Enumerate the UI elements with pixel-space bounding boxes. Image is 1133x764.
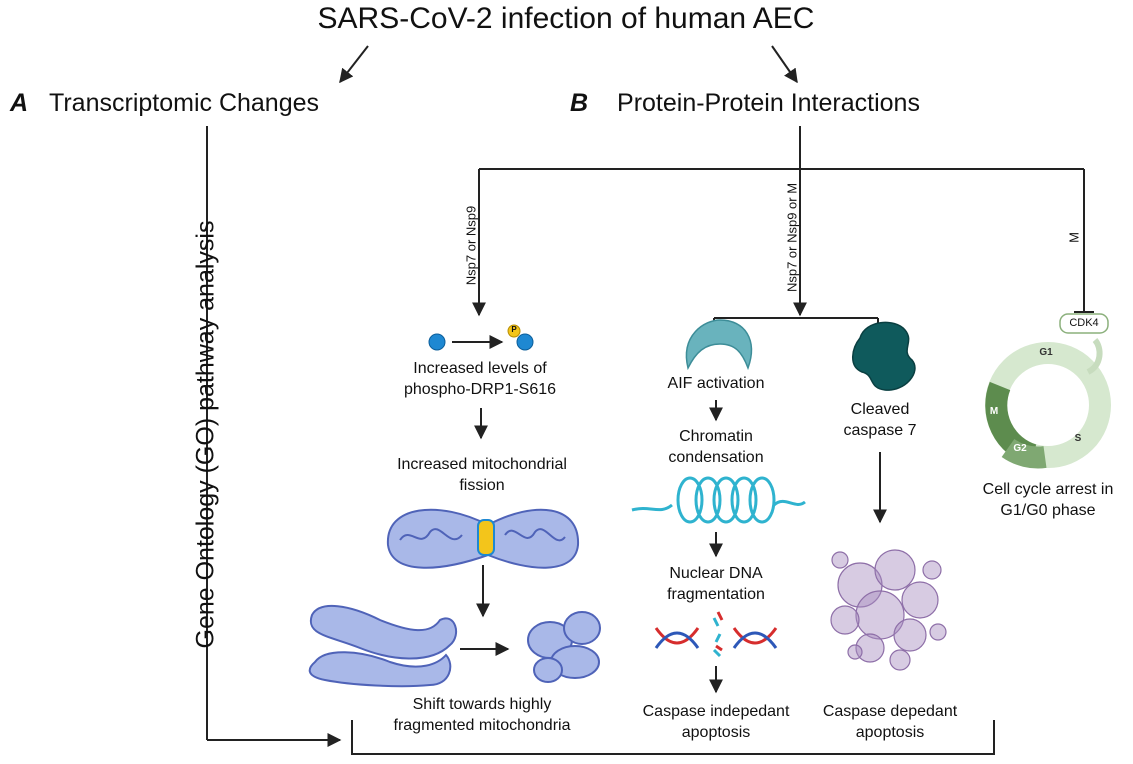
chromatin-label: Chromatin condensation	[636, 426, 796, 468]
fragmented-mitochondria-icon	[527, 611, 601, 683]
elongated-mitochondria-icon	[308, 604, 458, 688]
chromatin-icon	[631, 476, 806, 524]
phospho-badge: P	[511, 325, 517, 334]
diagram-title: SARS-CoV-2 infection of human AEC	[317, 2, 815, 35]
caspase-independent-label: Caspase indepedant apoptosis	[616, 701, 816, 743]
bottom-bracket	[351, 720, 995, 755]
aif-protein-icon	[685, 319, 753, 371]
phase-s: S	[1074, 433, 1082, 444]
phospho-drp1-icon	[516, 333, 534, 351]
arrest-line1: Cell cycle arrest in	[982, 481, 1114, 498]
drp1-levels: Increased levels of phospho-DRP1-S616	[380, 358, 580, 400]
panel-b-label: Protein-Protein Interactions	[617, 89, 920, 117]
fission-label: Increased mitochondrial fission	[370, 454, 594, 496]
branch-left-label: Nsp7 or Nsp9	[463, 205, 479, 286]
phase-g2: G2	[1013, 443, 1027, 454]
caspase-dependent-label: Caspase depedant apoptosis	[810, 701, 970, 743]
dep-line1: Caspase depedant	[822, 703, 958, 720]
arrow-title-to-b	[771, 45, 798, 84]
cell-cycle-arrest-label: Cell cycle arrest in G1/G0 phase	[968, 479, 1128, 521]
shift-line2: fragmented mitochondria	[393, 717, 571, 734]
panel-a-letter: A	[10, 89, 29, 117]
indep-line2: apoptosis	[681, 724, 751, 741]
cdk4-label: CDK4	[1069, 317, 1099, 329]
cleaved-line1: Cleaved	[850, 401, 910, 418]
aif-activation-label: AIF activation	[667, 375, 765, 392]
panel-a-header: A Transcriptomic Changes	[10, 89, 319, 118]
drp1-levels-line1: Increased levels of	[413, 360, 547, 377]
branch-middle-label: Nsp7 or Nsp9 or M	[784, 182, 800, 293]
chromatin-line1: Chromatin	[679, 428, 753, 445]
dna-line2: fragmentation	[667, 586, 765, 603]
panel-a-label: Transcriptomic Changes	[49, 89, 320, 117]
cell-cycle-icon	[985, 338, 1111, 469]
shift-label: Shift towards highly fragmented mitochon…	[365, 694, 599, 736]
arrow-title-to-a	[339, 45, 369, 84]
panel-b-letter: B	[570, 89, 589, 117]
cleaved-caspase-label: Cleaved caspase 7	[820, 399, 940, 441]
arrest-line2: G1/G0 phase	[1000, 502, 1096, 519]
chromatin-line2: condensation	[668, 449, 764, 466]
dna-fragmentation-label: Nuclear DNA fragmentation	[636, 563, 796, 605]
drp1-levels-line2: phospho-DRP1-S616	[403, 381, 557, 398]
caspase7-protein-icon	[852, 321, 916, 391]
cleaved-line2: caspase 7	[843, 422, 917, 439]
branch-right-label: M	[1066, 232, 1082, 243]
shift-line1: Shift towards highly	[412, 696, 552, 713]
cdk4-badge	[1059, 313, 1109, 334]
phosphate-icon	[507, 324, 521, 338]
panel-b-header: B Protein-Protein Interactions	[570, 89, 920, 118]
dep-line2: apoptosis	[855, 724, 925, 741]
fission-line1: Increased mitochondrial	[397, 456, 567, 473]
drp1-icon	[428, 333, 446, 351]
indep-line1: Caspase indepedant	[642, 703, 790, 720]
dna-fragmentation-icon	[654, 611, 778, 658]
phase-m: M	[989, 406, 999, 417]
dna-line1: Nuclear DNA	[669, 565, 763, 582]
apoptotic-cell-icon	[830, 549, 947, 671]
go-analysis-label: Gene Ontology (GO) pathway analysis	[191, 220, 220, 649]
phase-g1: G1	[1039, 347, 1053, 358]
fission-line2: fission	[459, 477, 505, 494]
mitochondrion-fission-icon	[386, 508, 580, 569]
